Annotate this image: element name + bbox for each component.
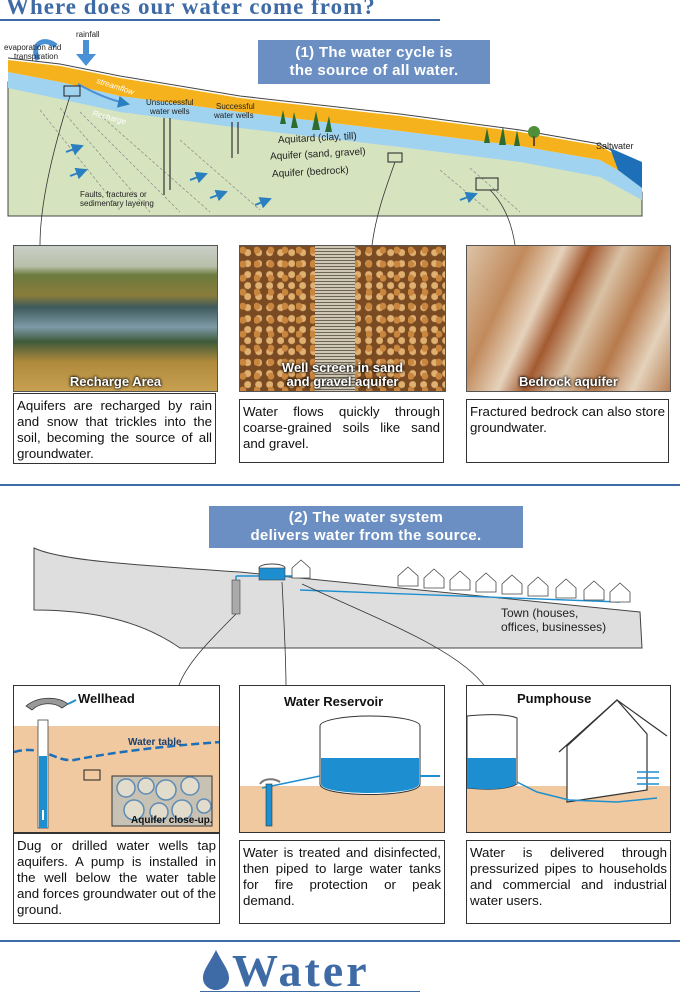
recharge-area-text: Aquifers are recharged by rain and snow … — [13, 393, 216, 464]
page-title: Where does our water come from? — [6, 0, 376, 19]
saltwater-body — [610, 148, 642, 188]
footer-divider — [0, 940, 680, 942]
town-landscape — [33, 547, 643, 689]
bedrock-aquifer-text: Fractured bedrock can also store groundw… — [466, 399, 669, 463]
transpiration-label: transpiration — [14, 52, 59, 61]
well-screen-caption: Well screen in sand and gravel aquifer — [240, 361, 445, 389]
aquifer-sand-layer — [8, 72, 642, 200]
groundwater-flow-arrows — [65, 143, 478, 209]
section1-banner-line2: the source of all water. — [289, 62, 459, 79]
pumphouse-tank-water — [467, 758, 516, 790]
well-screen-pipe — [315, 246, 355, 391]
water-logo: Water — [232, 945, 370, 996]
rainfall-label: rainfall — [76, 30, 100, 39]
section-divider — [0, 484, 680, 486]
fault-lines — [39, 107, 521, 213]
well-screen-photo: Well screen in sand and gravel aquifer — [239, 245, 446, 392]
recharge-area-box — [63, 85, 81, 97]
pumphouse-building — [566, 699, 648, 803]
wellhead-panel: Wellhead Water table Aquifer close-up. — [13, 685, 220, 833]
section2-banner: (2) The water system delivers water from… — [209, 506, 523, 548]
section1-banner: (1) The water cycle is the source of all… — [258, 40, 490, 84]
town-label-line1: Town (houses, — [501, 606, 579, 620]
pump-handle-small-icon — [259, 778, 281, 785]
groundwater-cross-section — [7, 39, 643, 246]
pumphouse-title: Pumphouse — [517, 691, 592, 706]
well-screen-caption-line1: Well screen in sand — [281, 360, 404, 375]
well-water — [39, 756, 47, 828]
unsuccessful-wells — [163, 118, 171, 195]
recharge-area-caption: Recharge Area — [69, 374, 162, 389]
successful-wells — [231, 122, 239, 158]
bedrock-aquifer-box — [475, 177, 499, 191]
bedrock-aquifer-caption: Bedrock aquifer — [519, 374, 618, 389]
reservoir-icon — [258, 563, 286, 581]
reservoir-well — [265, 783, 273, 827]
wellhead-text: Dug or drilled water wells tap aquifers.… — [13, 833, 220, 924]
aquitard-layer — [8, 60, 642, 184]
wellhead-title: Wellhead — [78, 691, 135, 706]
rainfall-arrow — [76, 40, 96, 66]
recharge-area-photo: Recharge Area — [13, 245, 218, 392]
faults-label-1: Faults, fractures or — [80, 190, 147, 199]
successful-wells-label-1: Successful — [216, 102, 255, 111]
pump-handle-icon — [25, 697, 69, 711]
delivery-pipe — [516, 781, 658, 803]
title-underline — [0, 19, 440, 21]
town-callout-lines — [177, 581, 487, 689]
bedrock-aquifer-photo: Bedrock aquifer — [466, 245, 671, 392]
reservoir-title: Water Reservoir — [284, 694, 384, 709]
saltwater-label: Saltwater — [596, 141, 634, 151]
section2-banner-line2: delivers water from the source. — [250, 527, 482, 544]
houses — [291, 559, 631, 603]
successful-wells-label-2: water wells — [214, 111, 254, 120]
evaporation-label: evaporation and — [4, 43, 62, 52]
well-screen-caption-line2: and gravel aquifer — [286, 374, 399, 389]
reservoir-text: Water is treated and disinfected, then p… — [239, 840, 445, 924]
trees — [280, 110, 540, 146]
faults-label-2: sedimentary layering — [80, 199, 154, 208]
logo-underline — [200, 991, 420, 992]
town-label: Town (houses, offices, businesses) — [501, 606, 606, 634]
unsuccessful-wells-label-1: Unsuccessful — [146, 98, 194, 107]
callout-lines — [39, 95, 516, 246]
reservoir-panel: Water Reservoir — [239, 685, 445, 833]
evaporation-arrow — [33, 39, 58, 62]
pumphouse-panel: Pumphouse — [466, 685, 671, 833]
section2-banner-line1: (2) The water system — [288, 509, 444, 526]
water-drop-icon — [203, 950, 229, 990]
water-table-label: Water table — [128, 737, 182, 748]
reservoir-water — [321, 758, 419, 793]
wellhead-marker — [231, 579, 241, 615]
well-screen-text: Water flows quickly through coarse-grain… — [239, 399, 444, 463]
section1-banner-line1: (1) The water cycle is — [295, 44, 453, 61]
aquifer-closeup-label: Aquifer close-up. — [131, 815, 213, 826]
unsuccessful-wells-label-2: water wells — [150, 107, 190, 116]
pumphouse-text: Water is delivered through pressurized p… — [466, 840, 671, 924]
streamflow-arrow — [77, 83, 130, 108]
town-label-line2: offices, businesses) — [501, 620, 607, 634]
